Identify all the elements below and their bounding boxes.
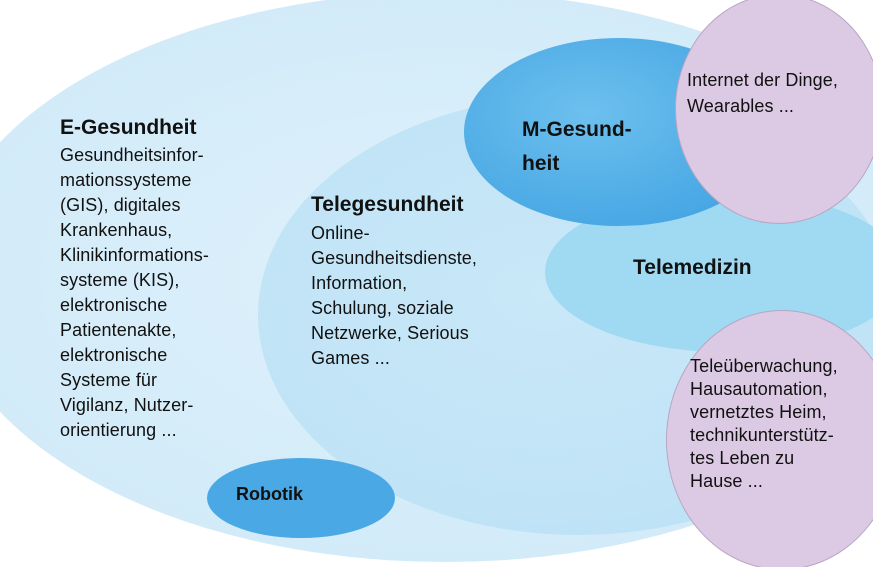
robotik-ellipse [207, 458, 395, 538]
m-gesundheit-title: M-Gesund- heit [522, 118, 632, 175]
e-gesundheit-text: Gesundheitsinfor- mationssysteme (GIS), … [60, 145, 209, 440]
robotik-title: Robotik [236, 484, 303, 504]
teleueberwachung-text: Teleüberwachung, Hausautomation, vernetz… [690, 356, 838, 491]
internet-der-dinge-text: Internet der Dinge, Wearables ... [687, 70, 838, 116]
teleueberwachung-circle [666, 310, 873, 567]
internet-der-dinge-circle [675, 0, 873, 224]
telegesundheit-text: Online- Gesundheitsdienste, Information,… [311, 223, 478, 368]
e-gesundheit-title: E-Gesundheit [60, 116, 197, 139]
telemedizin-title: Telemedizin [633, 256, 752, 279]
telegesundheit-title: Telegesundheit [311, 193, 464, 216]
